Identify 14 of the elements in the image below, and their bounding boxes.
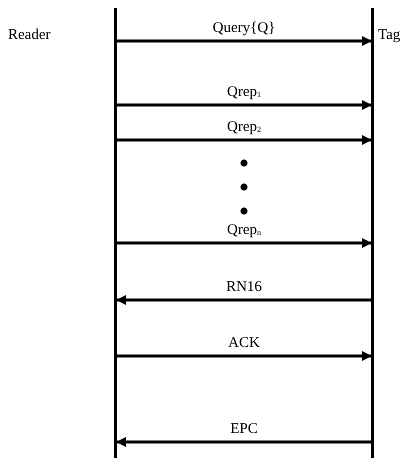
participant-label: Tag — [378, 27, 400, 44]
edge-label: RN16 — [226, 279, 262, 295]
message-arrow — [116, 100, 372, 110]
participant-label: Reader — [8, 27, 50, 44]
message-arrow — [116, 36, 372, 46]
edge-label: EPC — [230, 421, 258, 437]
message-arrow — [116, 295, 372, 305]
lifeline — [8, 8, 117, 458]
edge-label: ACK — [228, 335, 260, 351]
message-arrow — [116, 238, 372, 248]
message-arrow — [116, 437, 372, 447]
message-arrow — [116, 351, 372, 361]
edge-label: Query{Q} — [212, 20, 276, 36]
message-arrow — [116, 135, 372, 145]
